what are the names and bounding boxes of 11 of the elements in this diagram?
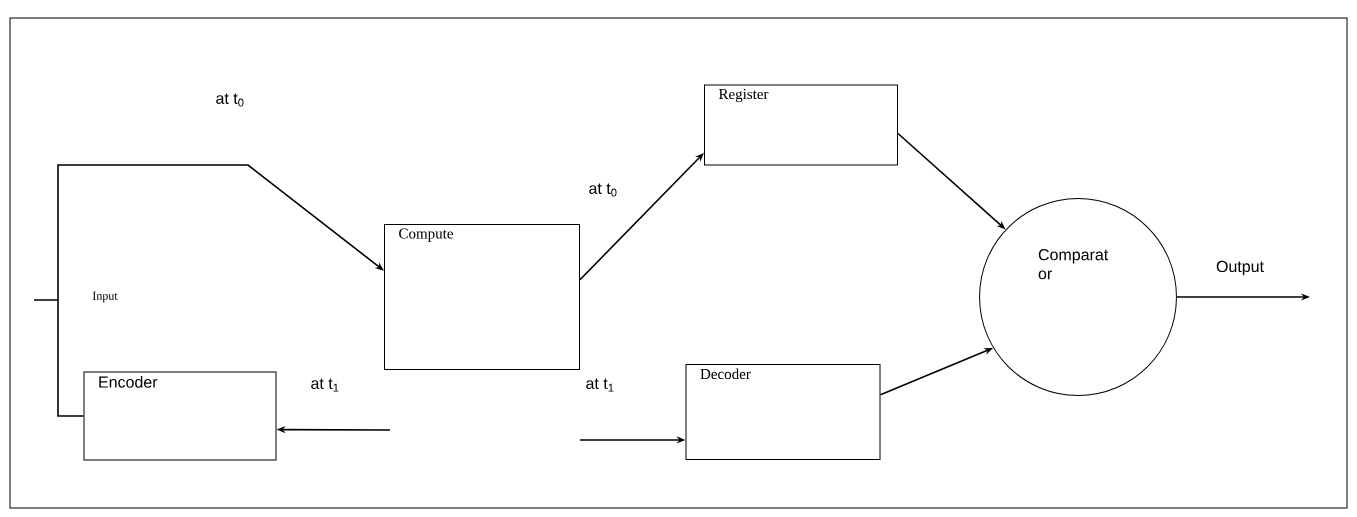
edge-label: Output: [1215, 259, 1266, 277]
edge-label: at t$_{0}$: [214, 92, 246, 108]
process-box: Decoder: [685, 364, 881, 460]
edge-label: at t$_{1}$: [584, 377, 616, 393]
input-label: Input: [92, 291, 118, 303]
arrow: [33, 164, 384, 301]
edge-label: at t$_{1}$: [309, 377, 341, 393]
process-box: Register: [704, 84, 898, 166]
edge-label: at t$_{0}$: [587, 182, 619, 198]
process-box: Encoder: [83, 371, 277, 461]
process-box: Compute: [384, 224, 580, 370]
